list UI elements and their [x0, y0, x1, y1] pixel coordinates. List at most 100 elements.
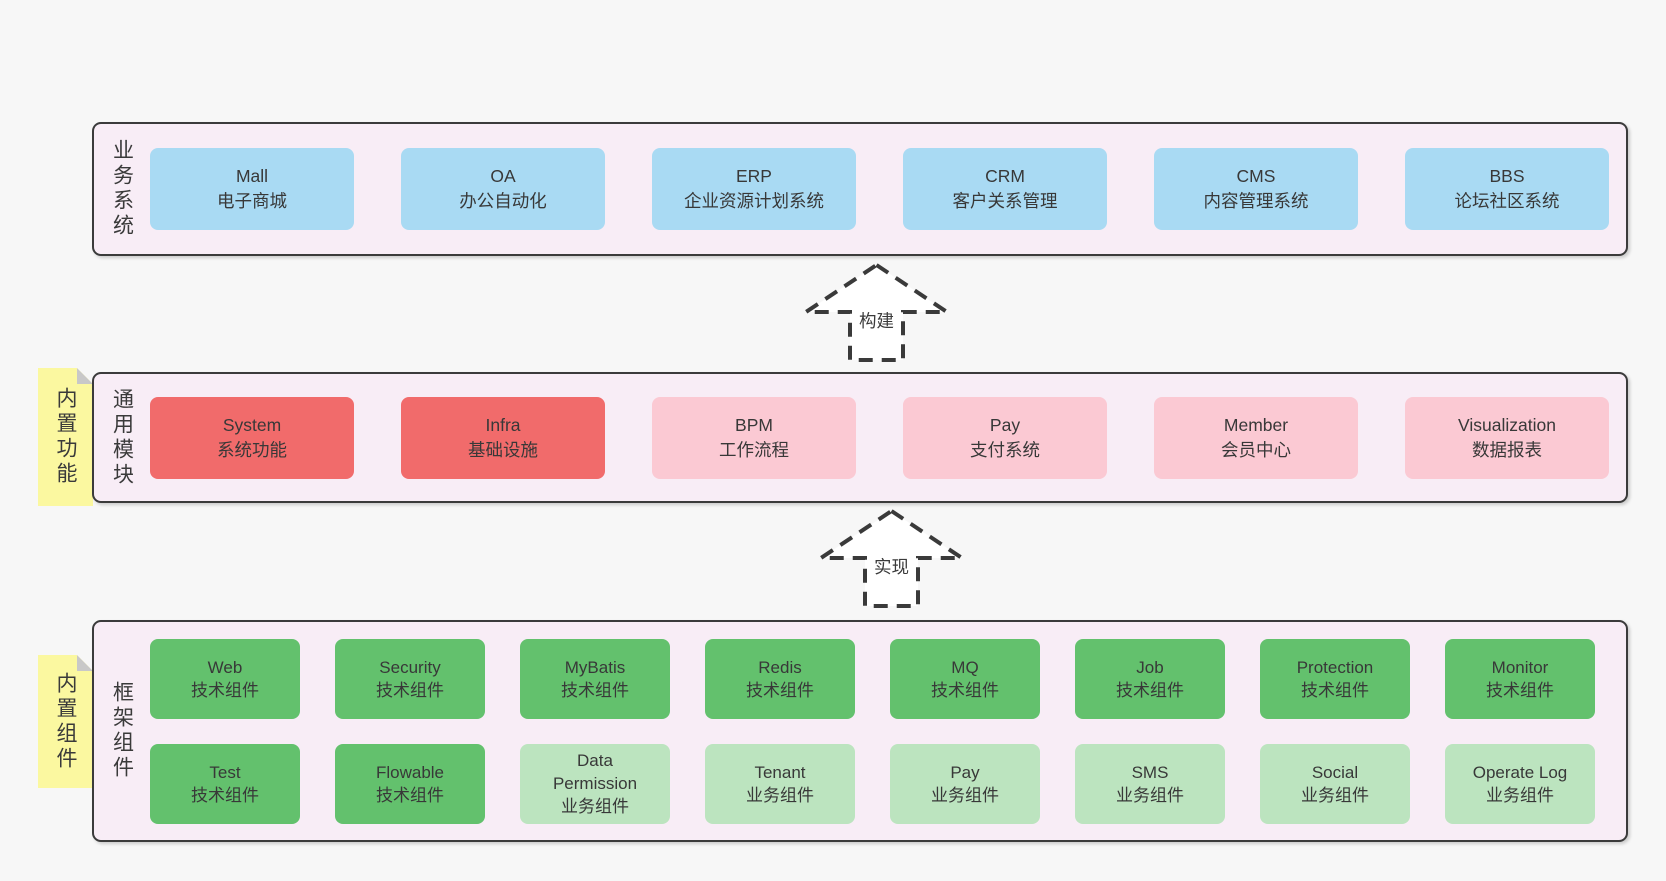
box-en: OA [490, 166, 516, 186]
box-security: Security 技术组件 [335, 638, 485, 719]
box-zh: 数据报表 [1472, 439, 1542, 460]
box-en: Test [209, 762, 241, 782]
box-zh: 技术组件 [376, 680, 444, 700]
box-bbs: BBS 论坛社区系统 [1405, 148, 1609, 230]
panel-content: Mall 电子商城 OA 办公自动化 ERP 企业资源计划系统 CRM 客户关系… [150, 124, 1626, 254]
box-pay: Pay 支付系统 [903, 396, 1107, 479]
note-label: 内置功能 [54, 387, 77, 487]
box-en: Member [1223, 414, 1289, 435]
box-zh: 技术组件 [191, 785, 259, 805]
box-zh: 业务组件 [1301, 785, 1369, 805]
box-en: Protection [1296, 657, 1374, 677]
box-zh: 技术组件 [1116, 680, 1184, 700]
box-cms: CMS 内容管理系统 [1154, 148, 1358, 230]
box-en: Mall [235, 166, 269, 186]
box-system: System 系统功能 [150, 396, 354, 479]
box-zh: 工作流程 [719, 439, 789, 460]
panel-content: System 系统功能 Infra 基础设施 BPM 工作流程 Pay 支付系统… [150, 374, 1626, 501]
panel-title: 业务系统 [110, 139, 134, 239]
box-en: CMS [1236, 166, 1276, 186]
arrow-build: 构建 [799, 262, 954, 362]
panel-label-gutter: 业务系统 [94, 124, 150, 254]
box-zh: 办公自动化 [459, 191, 547, 211]
box-en: BPM [735, 414, 773, 435]
panel-content: Web 技术组件 Security 技术组件 MyBatis 技术组件 Redi… [150, 622, 1626, 840]
box-member: Member 会员中心 [1154, 396, 1358, 479]
box-data-permission: Data Permission 业务组件 [520, 743, 670, 824]
box-zh: 技术组件 [376, 785, 444, 805]
box-en: BBS [1489, 166, 1525, 186]
box-zh: 技术组件 [746, 680, 814, 700]
box-en: Pay [989, 414, 1021, 435]
box-zh: 论坛社区系统 [1454, 191, 1560, 211]
box-zh: 系统功能 [217, 439, 287, 460]
box-zh: 业务组件 [931, 785, 999, 805]
box-en: Social [1311, 762, 1359, 782]
box-social: Social 业务组件 [1260, 743, 1410, 824]
arrow-implement: 实现 [814, 508, 969, 608]
arrow-label: 实现 [870, 552, 913, 581]
box-redis: Redis 技术组件 [705, 638, 855, 719]
box-en: Flowable [375, 762, 445, 782]
box-monitor: Monitor 技术组件 [1445, 638, 1595, 719]
box-mybatis: MyBatis 技术组件 [520, 638, 670, 719]
box-crm: CRM 客户关系管理 [903, 148, 1107, 230]
box-visualization: Visualization 数据报表 [1405, 396, 1609, 479]
panel-title: 通用模块 [110, 387, 134, 488]
box-en: Job [1136, 657, 1164, 677]
note-fold-corner [77, 368, 93, 384]
box-erp: ERP 企业资源计划系统 [652, 148, 856, 230]
box-web: Web 技术组件 [150, 638, 300, 719]
box-zh: 业务组件 [1486, 785, 1554, 805]
box-en: Data Permission [552, 751, 638, 793]
box-zh: 客户关系管理 [952, 191, 1058, 211]
box-en: Web [207, 657, 243, 677]
box-en: Security [379, 657, 441, 677]
box-en: Monitor [1491, 657, 1549, 677]
box-en: Tenant [754, 762, 806, 782]
box-pay-component: Pay 业务组件 [890, 743, 1040, 824]
box-zh: 技术组件 [1301, 680, 1369, 700]
box-operate-log: Operate Log 业务组件 [1445, 743, 1595, 824]
panel-title: 框架组件 [110, 681, 134, 781]
arrow-label: 构建 [855, 306, 898, 335]
box-job: Job 技术组件 [1075, 638, 1225, 719]
box-en: System [222, 414, 282, 435]
box-zh: 企业资源计划系统 [684, 191, 824, 211]
box-mq: MQ 技术组件 [890, 638, 1040, 719]
panel-framework-components: 框架组件 Web 技术组件 Security 技术组件 MyBatis 技术组件… [92, 620, 1628, 842]
box-zh: 支付系统 [970, 439, 1040, 460]
box-en: ERP [736, 166, 772, 186]
box-en: Operate Log [1472, 762, 1568, 782]
box-en: Infra [485, 414, 521, 435]
box-zh: 基础设施 [468, 439, 538, 460]
box-zh: 技术组件 [561, 680, 629, 700]
note-fold-corner [77, 655, 93, 671]
box-oa: OA 办公自动化 [401, 148, 605, 230]
sticky-note-builtin-features: 内置功能 [38, 368, 93, 506]
panel-label-gutter: 框架组件 [94, 622, 150, 840]
box-zh: 技术组件 [191, 680, 259, 700]
box-infra: Infra 基础设施 [401, 396, 605, 479]
box-en: MQ [951, 657, 979, 677]
box-en: Visualization [1458, 414, 1556, 435]
box-tenant: Tenant 业务组件 [705, 743, 855, 824]
box-bpm: BPM 工作流程 [652, 396, 856, 479]
box-mall: Mall 电子商城 [150, 148, 354, 230]
box-en: Pay [950, 762, 980, 782]
note-label: 内置组件 [54, 671, 77, 772]
box-zh: 技术组件 [931, 680, 999, 700]
component-row: Web 技术组件 Security 技术组件 MyBatis 技术组件 Redi… [150, 638, 1595, 719]
box-sms: SMS 业务组件 [1075, 743, 1225, 824]
box-protection: Protection 技术组件 [1260, 638, 1410, 719]
box-zh: 业务组件 [561, 797, 629, 816]
panel-common-modules: 通用模块 System 系统功能 Infra 基础设施 BPM 工作流程 Pay… [92, 372, 1628, 503]
box-en: MyBatis [564, 657, 626, 677]
box-zh: 会员中心 [1221, 439, 1291, 460]
panel-business-systems: 业务系统 Mall 电子商城 OA 办公自动化 ERP 企业资源计划系统 CRM… [92, 122, 1628, 256]
box-en: Redis [758, 657, 802, 677]
box-zh: 内容管理系统 [1203, 191, 1309, 211]
box-zh: 业务组件 [1116, 785, 1184, 805]
panel-label-gutter: 通用模块 [94, 374, 150, 501]
